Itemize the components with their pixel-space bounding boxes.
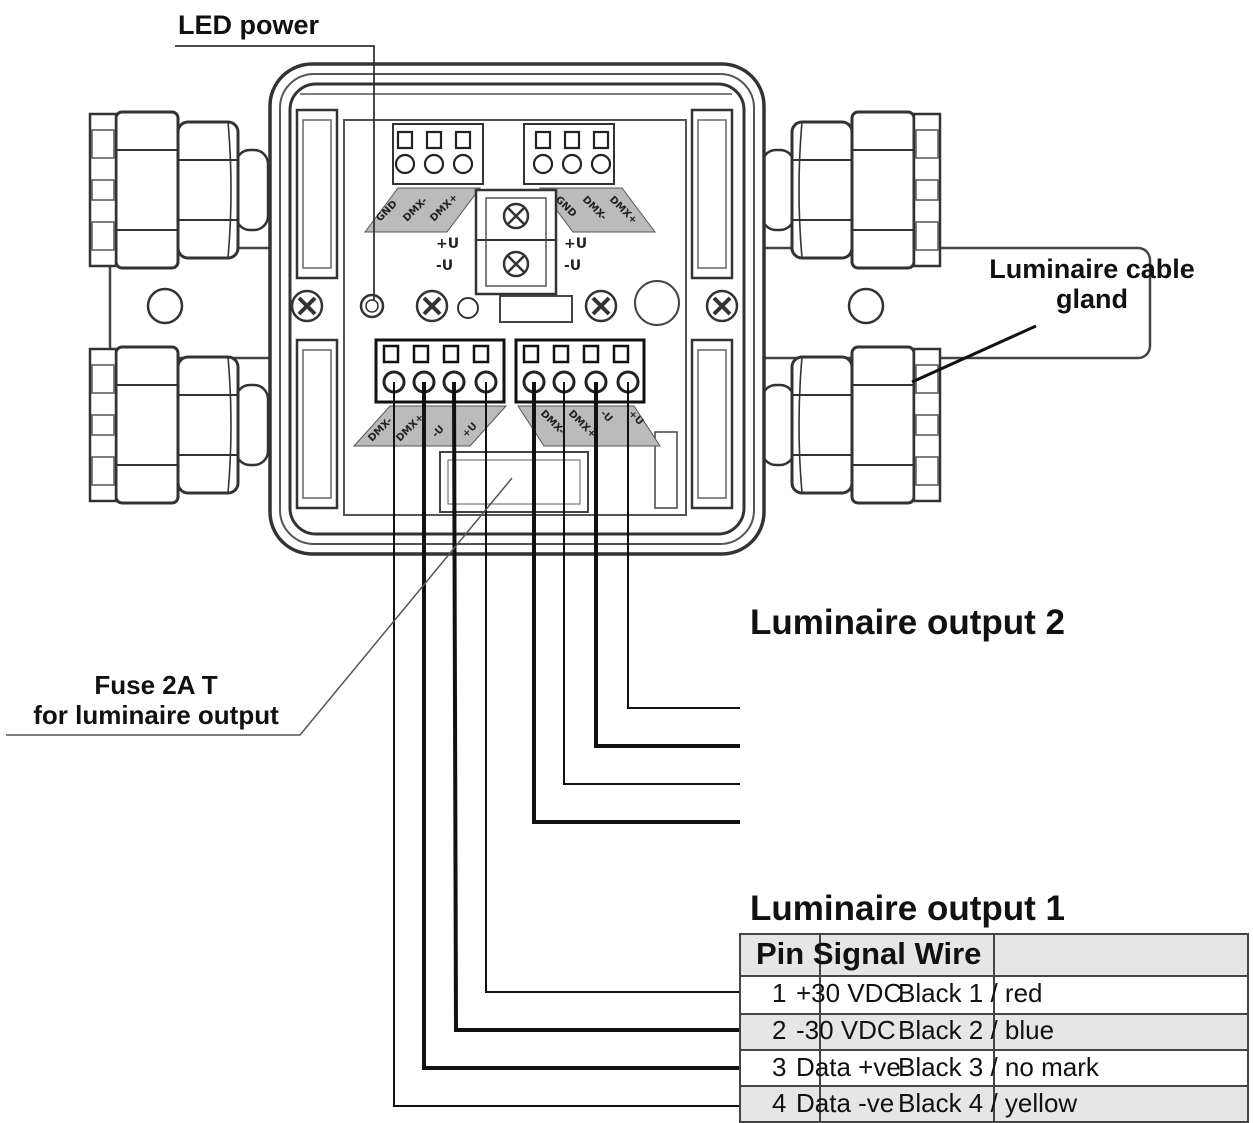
pin-cell: 2 [772,1015,786,1045]
wires-output-2 [532,382,740,824]
table-row: 1 +30 VDC Black 1 / red [772,978,1043,1008]
luminaire-output-1-label: Luminaire output 1 [750,889,1065,928]
wire-cell: Black 4 / yellow [898,1088,1077,1118]
wires-output-1 [393,381,740,1107]
table-row: 3 Data +ve Black 3 / no mark [772,1052,1100,1082]
wire-cell: Black 3 / no mark [898,1052,1100,1082]
pin-cell: 1 [772,978,786,1008]
wire-cell: Black 2 / blue [898,1015,1054,1045]
signal-cell: -30 VDC [796,1015,896,1045]
cable-gland-label-line1: Luminaire cable [989,254,1195,284]
signal-cell: Data +ve [796,1052,901,1082]
cable-gland-top-right [760,110,942,270]
enclosure: GND DMX- DMX+ GND DMX- DMX+ +U -U +U -U [268,62,766,556]
signal-cell: Data -ve [796,1088,894,1118]
cable-gland-bottom-right [760,345,942,505]
pcb-power-label: -U [436,258,453,274]
pin-table-header: Pin Signal Wire [756,936,981,971]
wire-cell: Black 1 / red [898,978,1043,1008]
pin-table: Pin Signal Wire 1 +30 VDC Black 1 / red … [739,933,1249,1123]
cable-gland-bottom-left [88,345,270,505]
pin-cell: 3 [772,1052,786,1082]
luminaire-output-2-label: Luminaire output 2 [750,603,1065,642]
pcb-power-label: +U [436,236,459,252]
fuse-leader [6,477,513,736]
pcb-power-label: +U [564,236,587,252]
cable-gland-leader [911,324,1037,384]
pin-cell: 4 [772,1088,786,1118]
table-row: 2 -30 VDC Black 2 / blue [772,1015,1054,1045]
cable-gland-label-line2: gland [1056,284,1128,314]
fuse-label-line2: for luminaire output [33,700,279,730]
led-power-leader [175,45,375,300]
fuse-label-line1: Fuse 2A T [94,670,217,700]
led-power-label: LED power [178,10,320,40]
cable-gland-top-left [88,110,270,270]
table-row: 4 Data -ve Black 4 / yellow [772,1088,1077,1118]
signal-cell: +30 VDC [796,978,902,1008]
pcb-power-label: -U [564,258,581,274]
